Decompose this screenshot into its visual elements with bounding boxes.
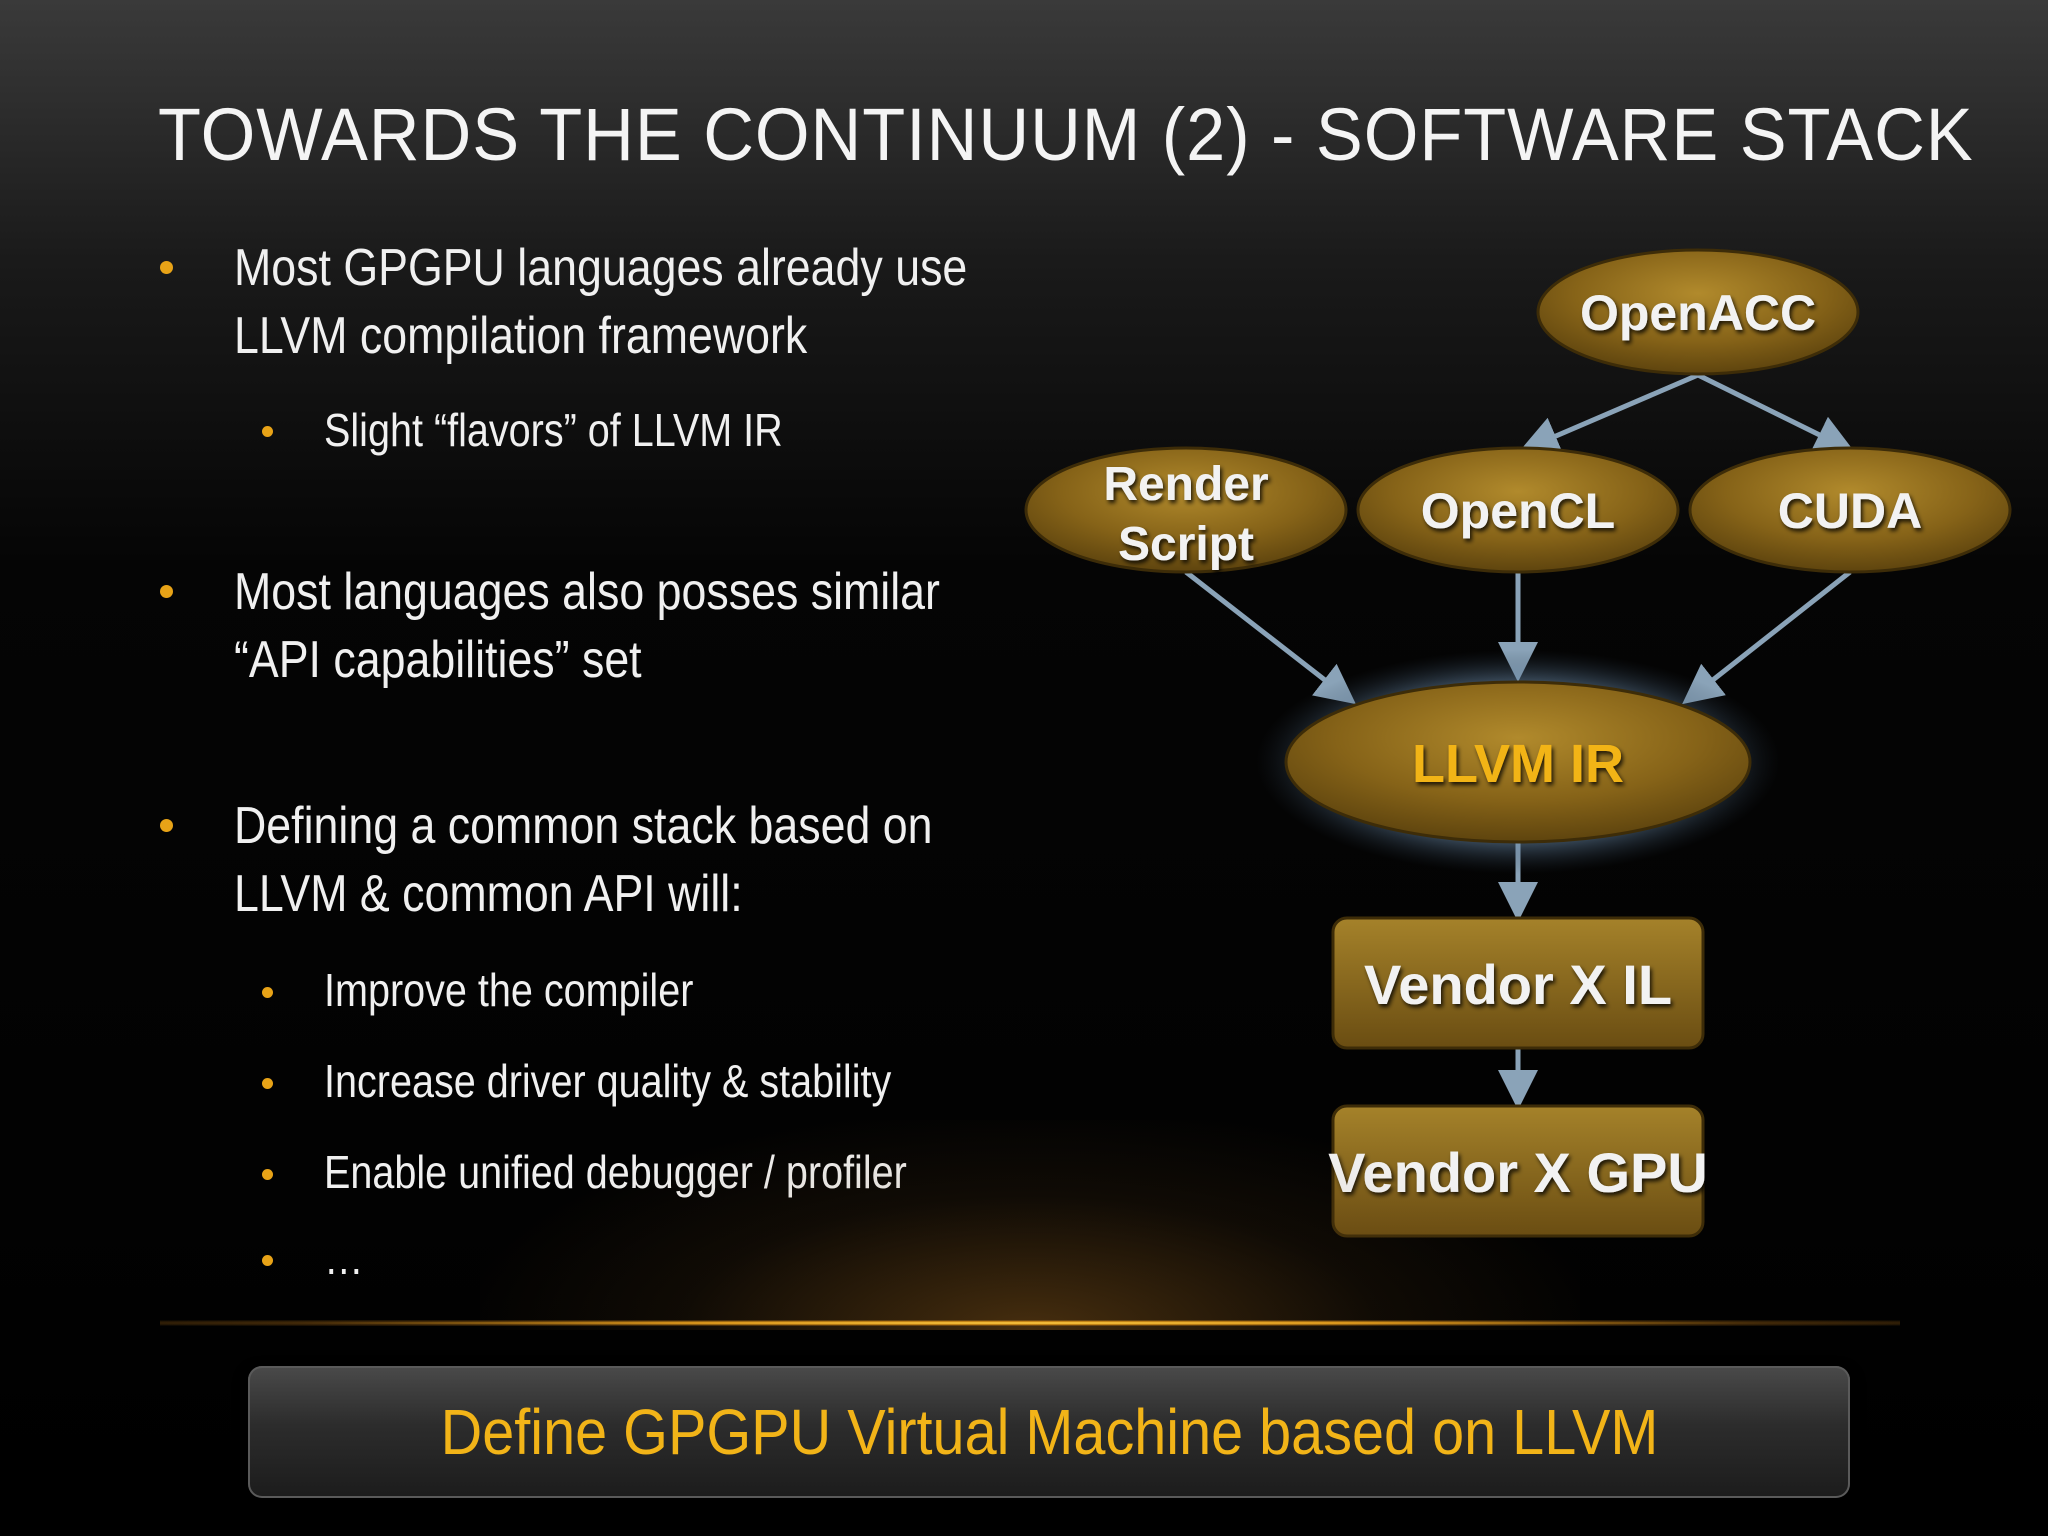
bullet-common-stack-line2: LLVM & common API will: [234,865,743,923]
divider-line [160,1320,1900,1326]
arrow-cuda-to-llvm [1682,570,1852,705]
slide-title: TOWARDS THE CONTINUUM (2) - SOFTWARE STA… [158,93,1974,176]
node-openacc-label: OpenACC [1580,285,1816,341]
arrow-renderscript-to-llvm [1184,570,1356,705]
bullet-gpgpu-llvm-line2: LLVM compilation framework [234,307,808,365]
node-openacc: OpenACC [1536,248,1860,376]
bullet-list: Most GPGPU languages already use LLVM co… [0,0,1060,1330]
sub-bullet-flavors: Slight “flavors” of LLVM IR [324,404,783,456]
node-renderscript-label-line2: Script [1118,518,1254,571]
sub-bullet-dot-icon [262,1169,273,1180]
sub-bullet-driver-quality: Increase driver quality & stability [324,1055,892,1107]
bullet-api-capabilities-line1: Most languages also posses similar [234,563,940,621]
node-vendor-il-label: Vendor X IL [1364,953,1672,1016]
bullet-api-capabilities-line2: “API capabilities” set [234,631,642,689]
node-vendor-il: Vendor X IL [1331,916,1705,1050]
bullet-dot-icon [160,261,173,274]
arrow-openacc-to-cuda [1696,372,1855,453]
node-renderscript: Render Script [1024,446,1348,574]
conclusion-banner: Define GPGPU Virtual Machine based on LL… [248,1366,1850,1498]
node-llvm-ir-label: LLVM IR [1412,734,1624,794]
sub-bullet-ellipsis: … [324,1232,364,1284]
bullet-dot-icon [160,819,173,832]
node-llvm-ir: LLVM IR [1256,650,1780,874]
node-cuda: CUDA [1688,446,2012,574]
sub-bullet-improve-compiler: Improve the compiler [324,964,694,1016]
bullet-common-stack-line1: Defining a common stack based on [234,797,933,855]
bullet-dot-icon [160,585,173,598]
divider-glow [480,1120,1580,1330]
sub-bullet-dot-icon [262,1255,273,1266]
node-cuda-label: CUDA [1778,483,1922,539]
bullet-gpgpu-llvm-line1: Most GPGPU languages already use [234,239,968,297]
node-renderscript-label-line1: Render [1103,458,1268,511]
sub-bullet-dot-icon [262,1078,273,1089]
node-opencl-label: OpenCL [1421,483,1615,539]
node-opencl: OpenCL [1356,446,1680,574]
sub-bullet-dot-icon [262,426,273,437]
sub-bullet-unified-debugger: Enable unified debugger / profiler [324,1146,907,1198]
conclusion-banner-text: Define GPGPU Virtual Machine based on LL… [440,1396,1658,1468]
diagram-arrows [1184,372,1855,1110]
sub-bullet-dot-icon [262,987,273,998]
arrow-openacc-to-opencl [1518,372,1699,455]
